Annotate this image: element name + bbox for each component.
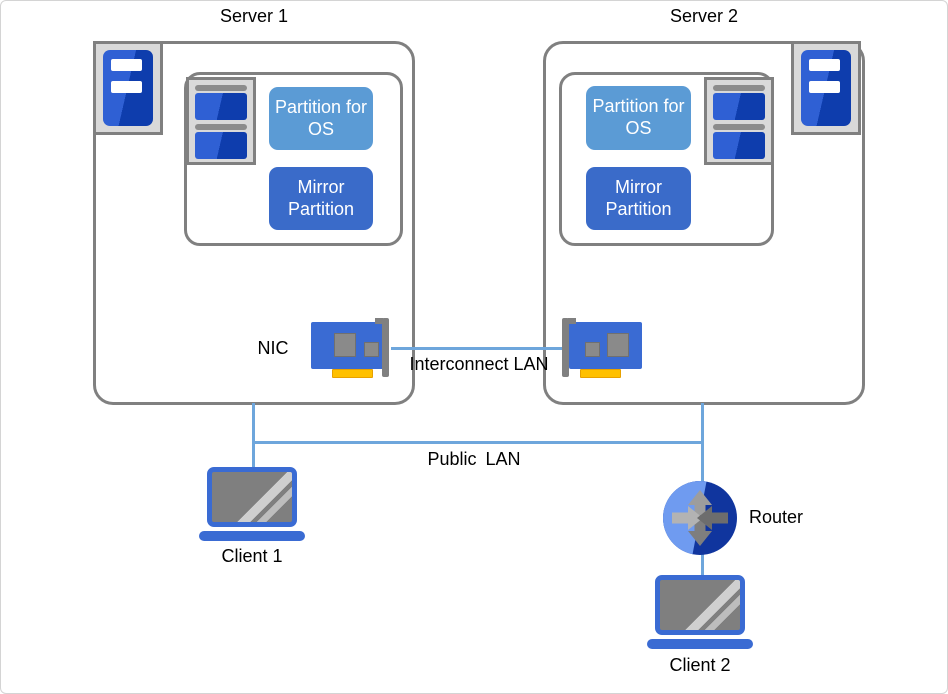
laptop-base [647, 639, 753, 649]
disk-platter [195, 93, 247, 120]
tower-slot [809, 59, 840, 71]
disk-platter [713, 93, 765, 120]
server-tower-body [801, 50, 851, 126]
server1-title: Server 1 [219, 6, 289, 26]
tower-slot [111, 81, 142, 93]
nic-edge-connector [580, 369, 621, 378]
server1-os-partition: Partition for OS [269, 87, 373, 150]
nic-bracket-notch [375, 318, 383, 324]
nic-chip [585, 342, 600, 357]
nic-card [569, 322, 642, 369]
disk-platter [195, 132, 247, 159]
laptop-base [199, 531, 305, 541]
nic-bracket-notch [568, 318, 576, 324]
client1-label: Client 1 [221, 546, 283, 566]
server2-mirror-partition: Mirror Partition [586, 167, 691, 230]
nic-bracket [382, 318, 389, 377]
laptop-screen [655, 575, 745, 635]
nic-label: NIC [257, 338, 289, 358]
disk-drive-icon [704, 77, 774, 165]
router-icon [663, 481, 737, 555]
nic-chip [607, 333, 629, 357]
server2-title: Server 2 [669, 6, 739, 26]
nic-card [311, 322, 384, 369]
server1-public-lan-drop-line [252, 403, 255, 469]
server-tower-body [103, 50, 153, 126]
client2-label: Client 2 [669, 655, 731, 675]
nic-icon [311, 318, 401, 380]
public-lan-label: Public LAN [427, 449, 521, 469]
interconnect-lan-label: Interconnect LAN [409, 354, 549, 374]
laptop-screen [207, 467, 297, 527]
tower-slot [809, 81, 840, 93]
disk-cap [195, 124, 247, 130]
server-tower-icon [93, 41, 163, 135]
nic-edge-connector [332, 369, 373, 378]
server-tower-icon [791, 41, 861, 135]
router-client2-line [701, 551, 704, 578]
disk-platter [713, 132, 765, 159]
server2-os-partition: Partition for OS [586, 86, 691, 150]
tower-slot [111, 59, 142, 71]
disk-cap [195, 85, 247, 91]
disk-cap [713, 85, 765, 91]
nic-icon [560, 318, 650, 380]
router-label: Router [749, 507, 804, 527]
nic-chip [334, 333, 356, 357]
public-lan-line [252, 441, 704, 444]
nic-bracket [562, 318, 569, 377]
nic-chip [364, 342, 379, 357]
server1-mirror-partition: Mirror Partition [269, 167, 373, 230]
interconnect-lan-line [391, 347, 567, 350]
disk-cap [713, 124, 765, 130]
disk-drive-icon [186, 77, 256, 165]
server2-public-lan-drop-line [701, 403, 704, 485]
